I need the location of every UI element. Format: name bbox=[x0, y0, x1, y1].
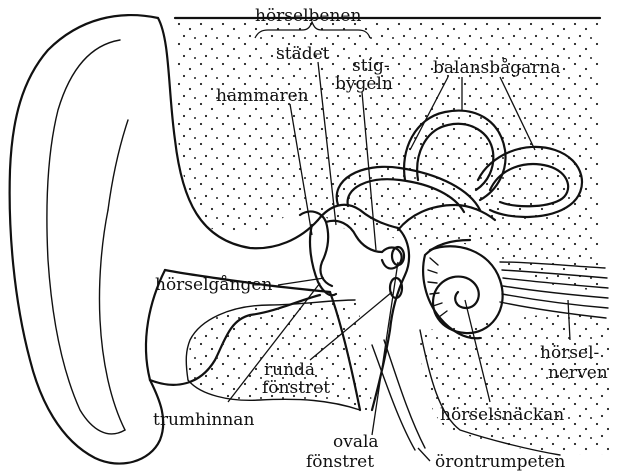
label-hammer: hammaren bbox=[216, 86, 309, 106]
label-auditory-nerve-line1: hörsel- bbox=[540, 343, 599, 363]
label-cochlea: hörselsnäckan bbox=[440, 405, 564, 425]
label-anvil: städet bbox=[276, 44, 330, 64]
cochlea bbox=[423, 240, 503, 338]
label-oval-window-line2: fönstret bbox=[306, 452, 374, 472]
label-stirrup-line1: stig- bbox=[352, 56, 390, 76]
label-oval-window-line1: ovala bbox=[333, 432, 379, 452]
label-semicircular-canals: balansbågarna bbox=[433, 58, 561, 78]
label-eardrum: trumhinnan bbox=[153, 410, 254, 430]
label-auditory-nerve-line2: nerven bbox=[548, 363, 608, 383]
label-round-window-line2: fönstret bbox=[262, 378, 330, 398]
pinna bbox=[10, 15, 165, 463]
label-stirrup-line2: bygeln bbox=[335, 74, 393, 94]
label-round-window-line1: runda bbox=[264, 360, 315, 380]
eustachian-tube bbox=[372, 340, 425, 450]
label-ossicles: hörselbenen bbox=[255, 6, 361, 26]
label-ear-canal: hörselgången bbox=[155, 275, 272, 295]
label-eustachian-tube: örontrumpeten bbox=[435, 452, 565, 472]
